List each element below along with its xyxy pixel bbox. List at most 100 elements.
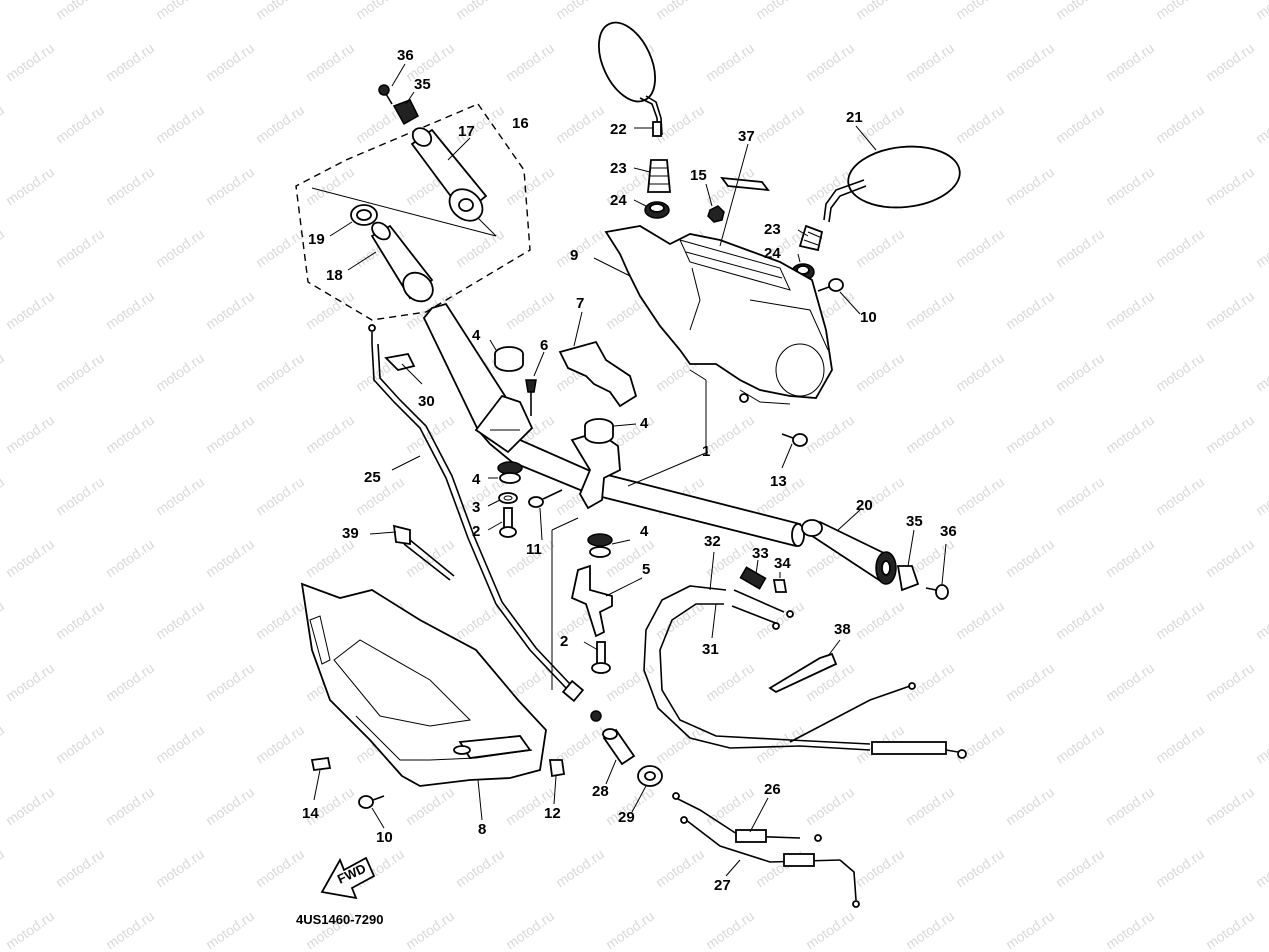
watermark-text: motod.ru [303,164,357,209]
callout-9: 9 [570,247,578,264]
callout-10-lower: 10 [376,829,393,846]
callout-39: 39 [342,525,359,542]
callout-2: 2 [472,523,480,540]
watermark-text: motod.ru [1103,784,1157,829]
watermark-text: motod.ru [53,0,107,22]
cable-25 [368,324,602,722]
watermark-text: motod.ru [503,288,557,333]
watermark-text: motod.ru [803,784,857,829]
watermark-text: motod.ru [1253,474,1269,519]
bolt-11 [528,489,563,508]
callout-5: 5 [642,561,650,578]
watermark-text: motod.ru [3,660,57,705]
callout-35: 35 [414,76,431,93]
watermark-text: motod.ru [153,102,207,147]
watermark-text: motod.ru [253,226,307,271]
watermark-text: motod.ru [303,412,357,457]
watermark-text: motod.ru [1203,40,1257,85]
watermark-text: motod.ru [1003,536,1057,581]
callout-28: 28 [592,783,609,800]
watermark-text: motod.ru [253,102,307,147]
callout-30: 30 [418,393,435,410]
watermark-text: motod.ru [0,0,7,22]
callout-7: 7 [576,295,584,312]
callout-36: 36 [397,47,414,64]
clip-30 [384,352,416,371]
plate-5 [570,564,613,638]
watermark-text: motod.ru [503,40,557,85]
watermark-text: motod.ru [1153,226,1207,271]
callout-25: 25 [364,469,381,486]
watermark-text: motod.ru [703,412,757,457]
callout-4-top: 4 [472,327,481,344]
watermark-text: motod.ru [53,350,107,395]
watermark-text: motod.ru [1053,846,1107,891]
nut-15 [707,205,725,223]
callout-10: 10 [860,309,877,326]
watermark-text: motod.ru [203,288,257,333]
watermark-text: motod.ru [553,846,607,891]
watermark-text: motod.ru [1253,0,1269,22]
watermark-text: motod.ru [153,474,207,519]
clip-14 [310,757,332,771]
cable-31-32 [643,585,967,759]
watermark-text: motod.ru [703,660,757,705]
screw-36-left [378,84,393,105]
watermark-text: motod.ru [1153,846,1207,891]
callout-34: 34 [774,555,791,572]
callout-36-right: 36 [940,523,957,540]
callout-22: 22 [610,121,627,138]
watermark-text: motod.ru [753,102,807,147]
watermark-text: motod.ru [0,102,7,147]
watermark-text: motod.ru [1053,474,1107,519]
watermark-text: motod.ru [853,0,907,22]
callout-23: 23 [610,160,627,177]
damper-4-right [587,533,613,558]
watermark-text: motod.ru [0,846,7,891]
watermark-text: motod.ru [903,908,957,952]
watermark-text: motod.ru [1203,908,1257,952]
mirror-left [598,21,663,137]
watermark-text: motod.ru [1253,102,1269,147]
watermark-text: motod.ru [53,722,107,767]
watermark-text: motod.ru [753,0,807,22]
watermark-text: motod.ru [1203,784,1257,829]
callout-1: 1 [702,443,710,460]
callout-27: 27 [714,877,731,894]
watermark-text: motod.ru [253,598,307,643]
watermark-text: motod.ru [1153,0,1207,22]
watermark-text: motod.ru [1053,0,1107,22]
bolt-13 [781,433,808,447]
watermark-text: motod.ru [903,784,957,829]
watermark-text: motod.ru [903,412,957,457]
watermark-text: motod.ru [953,722,1007,767]
watermark-text: motod.ru [203,660,257,705]
callout-18: 18 [326,267,343,284]
callout-23-right: 23 [764,221,781,238]
watermark-text: motod.ru [1003,412,1057,457]
callout-32: 32 [704,533,721,550]
watermark-text: motod.ru [903,288,957,333]
watermark-text: motod.ru [53,598,107,643]
watermark-text: motod.ru [1203,660,1257,705]
watermark-text: motod.ru [253,0,307,22]
watermark-text: motod.ru [203,784,257,829]
callout-16: 16 [512,115,529,132]
watermark-text: motod.ru [1103,288,1157,333]
watermark-text: motod.ru [803,40,857,85]
diagram-code: 4US1460-7290 [296,912,383,927]
watermark-text: motod.ru [203,164,257,209]
callout-24-right: 24 [764,245,781,262]
watermark-text: motod.ru [1253,722,1269,767]
band-38 [768,652,838,694]
watermark-text: motod.ru [103,412,157,457]
watermark-text: motod.ru [903,40,957,85]
watermark-text: motod.ru [303,40,357,85]
watermark-text: motod.ru [453,0,507,22]
watermark-text: motod.ru [953,846,1007,891]
watermark-text: motod.ru [853,846,907,891]
watermark-text: motod.ru [703,784,757,829]
watermark-text: motod.ru [203,908,257,952]
bolt-2-lower [591,641,611,674]
watermark-text: motod.ru [1003,660,1057,705]
